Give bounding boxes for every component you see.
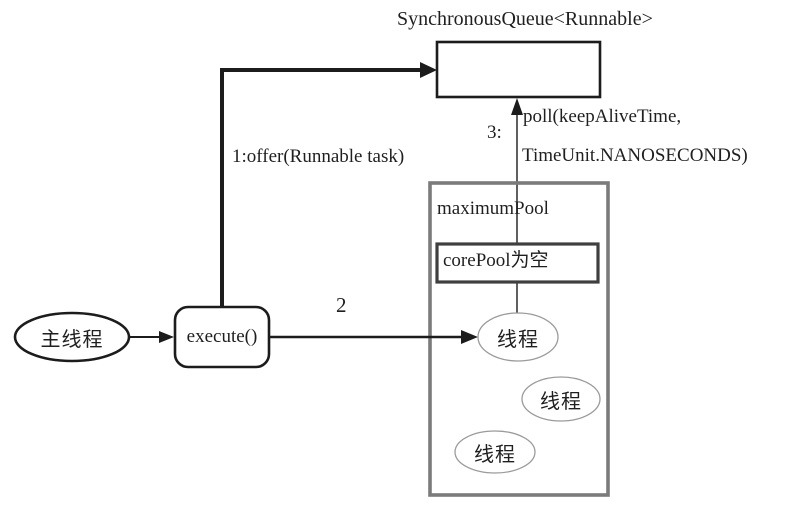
thread-3-ellipse	[454, 430, 536, 474]
synchronous-queue-box	[435, 40, 602, 99]
thread-1-ellipse	[477, 312, 559, 362]
main-thread-ellipse	[13, 311, 131, 363]
main-thread-label: 主线程	[40, 328, 104, 351]
thread-3-label: 线程	[474, 443, 516, 466]
step-2-label: 2	[336, 293, 347, 317]
poll-arrowhead-icon	[511, 98, 523, 115]
poll-label-line2: TimeUnit.NANOSECONDS)	[522, 145, 748, 166]
step-3-label: 3:	[487, 122, 502, 143]
offer-arrow-line	[220, 68, 422, 308]
core-pool-label: corePool为空	[443, 250, 549, 271]
maximum-pool-label: maximumPool	[437, 198, 549, 219]
core-pool-box	[435, 242, 600, 284]
execute-label: execute()	[186, 326, 258, 347]
poll-label-line1: poll(keepAliveTime,	[523, 106, 682, 127]
thread-1-label: 线程	[497, 328, 539, 351]
thread-2-ellipse	[521, 376, 601, 422]
diagram-title: SynchronousQueue<Runnable>	[397, 8, 653, 30]
execute-to-thread-arrowhead-icon	[461, 330, 478, 344]
main-to-execute-arrowhead-icon	[159, 331, 174, 343]
thread-2-label: 线程	[540, 390, 582, 413]
maximum-pool-box	[428, 181, 610, 497]
offer-arrowhead-icon	[420, 62, 437, 78]
offer-arrow-label: 1:offer(Runnable task)	[232, 146, 405, 167]
